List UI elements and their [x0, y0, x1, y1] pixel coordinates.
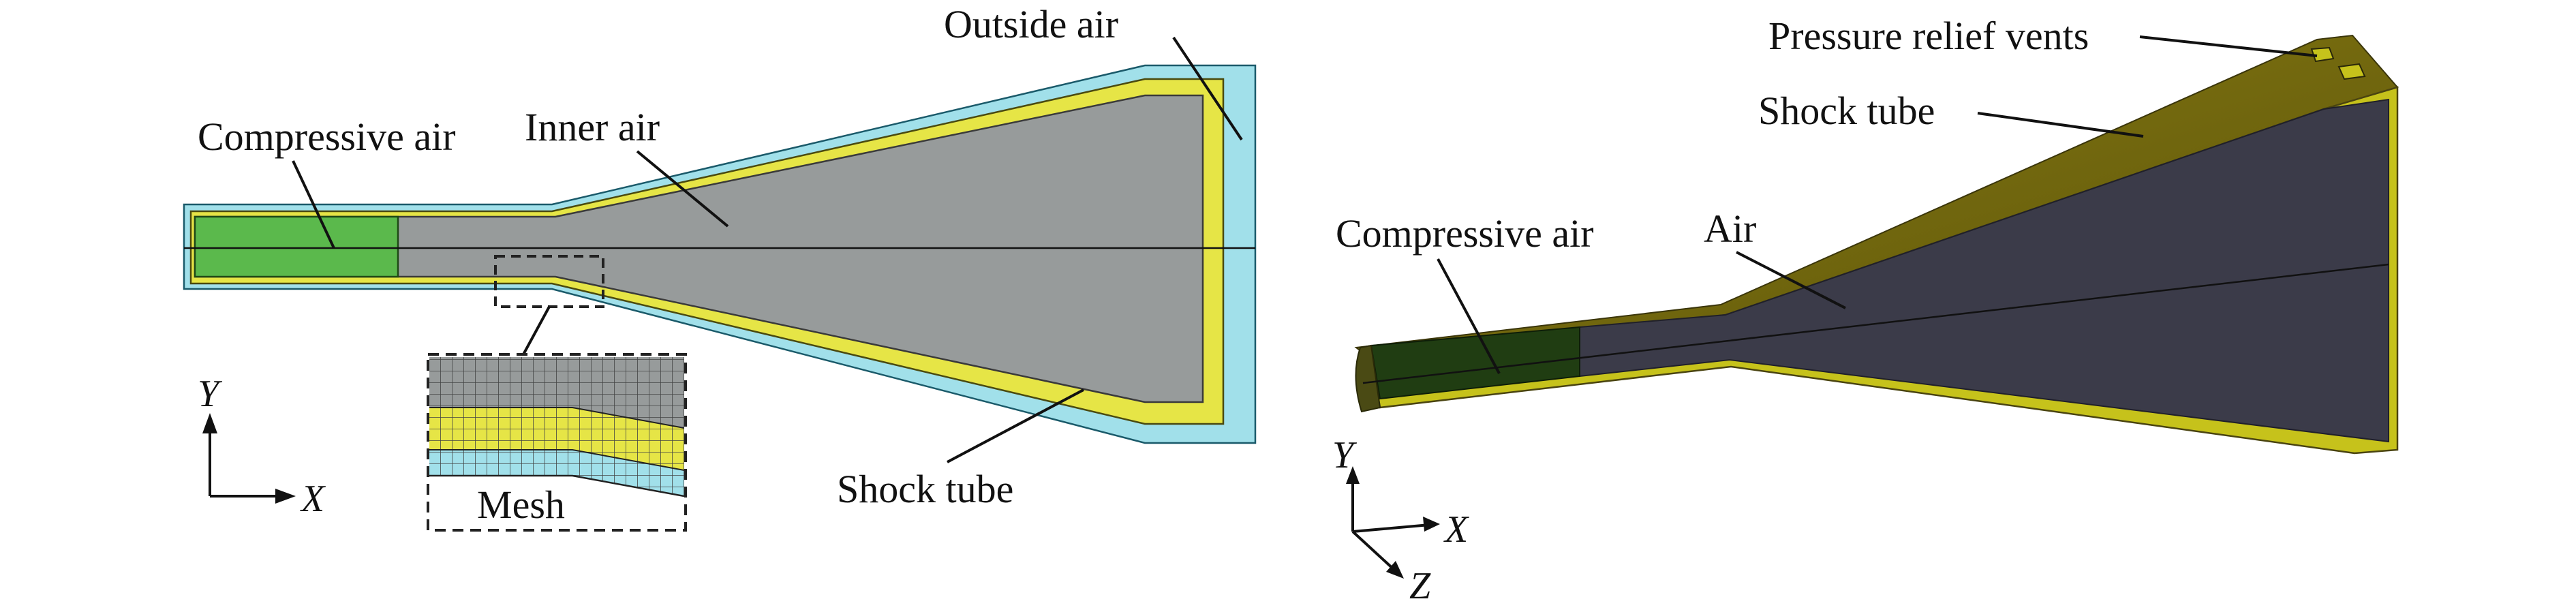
pressure-relief-vents	[2310, 46, 2366, 80]
shock-tube-label-3d: Shock tube	[1758, 89, 1935, 133]
air-label-3d: Air	[1704, 206, 1756, 251]
outside-air-label: Outside air	[944, 2, 1118, 46]
right-panel-3d-model: Pressure relief vents Shock tube Compres…	[1332, 14, 2399, 607]
axes-3d: Y X Z	[1332, 434, 1470, 607]
pressure-relief-vents-leader	[2139, 35, 2318, 57]
compressive-air-leader-3d	[1437, 258, 1501, 374]
inner-air-label: Inner air	[525, 105, 660, 149]
pressure-relief-vents-label: Pressure relief vents	[1768, 14, 2089, 58]
inner-air-leader	[636, 150, 729, 228]
mesh-inset: Mesh	[427, 353, 687, 532]
x-axis-label-3d: X	[1443, 508, 1470, 551]
compressive-air-label-3d: Compressive air	[1336, 211, 1594, 256]
z-axis-label-3d: Z	[1409, 565, 1431, 607]
compressive-air-region	[194, 215, 399, 278]
air-leader-3d	[1736, 251, 1846, 309]
y-axis-label-3d: Y	[1332, 434, 1358, 476]
shock-tube-label-2d: Shock tube	[837, 467, 1013, 511]
shock-tube-leader-3d	[1977, 112, 2144, 138]
mesh-label: Mesh	[477, 483, 565, 527]
y-axis-label-2d: Y	[198, 373, 223, 415]
air-region-3d	[1579, 98, 2389, 443]
mesh-zoom-leader	[522, 306, 551, 355]
x-axis-label-2d: X	[300, 478, 326, 520]
left-panel-2d-model: Mesh Compressive air Inner air Outside a…	[183, 2, 1257, 532]
symmetry-axis-3d	[1362, 263, 2389, 384]
compressive-air-label-2d: Compressive air	[198, 114, 456, 159]
shock-tube-leader-2d	[947, 388, 1084, 463]
outside-air-leader	[1172, 36, 1243, 141]
compressive-air-leader-2d	[292, 160, 335, 249]
axes-2d: Y X	[198, 373, 326, 520]
inlet-cap-3d	[1355, 344, 1381, 413]
